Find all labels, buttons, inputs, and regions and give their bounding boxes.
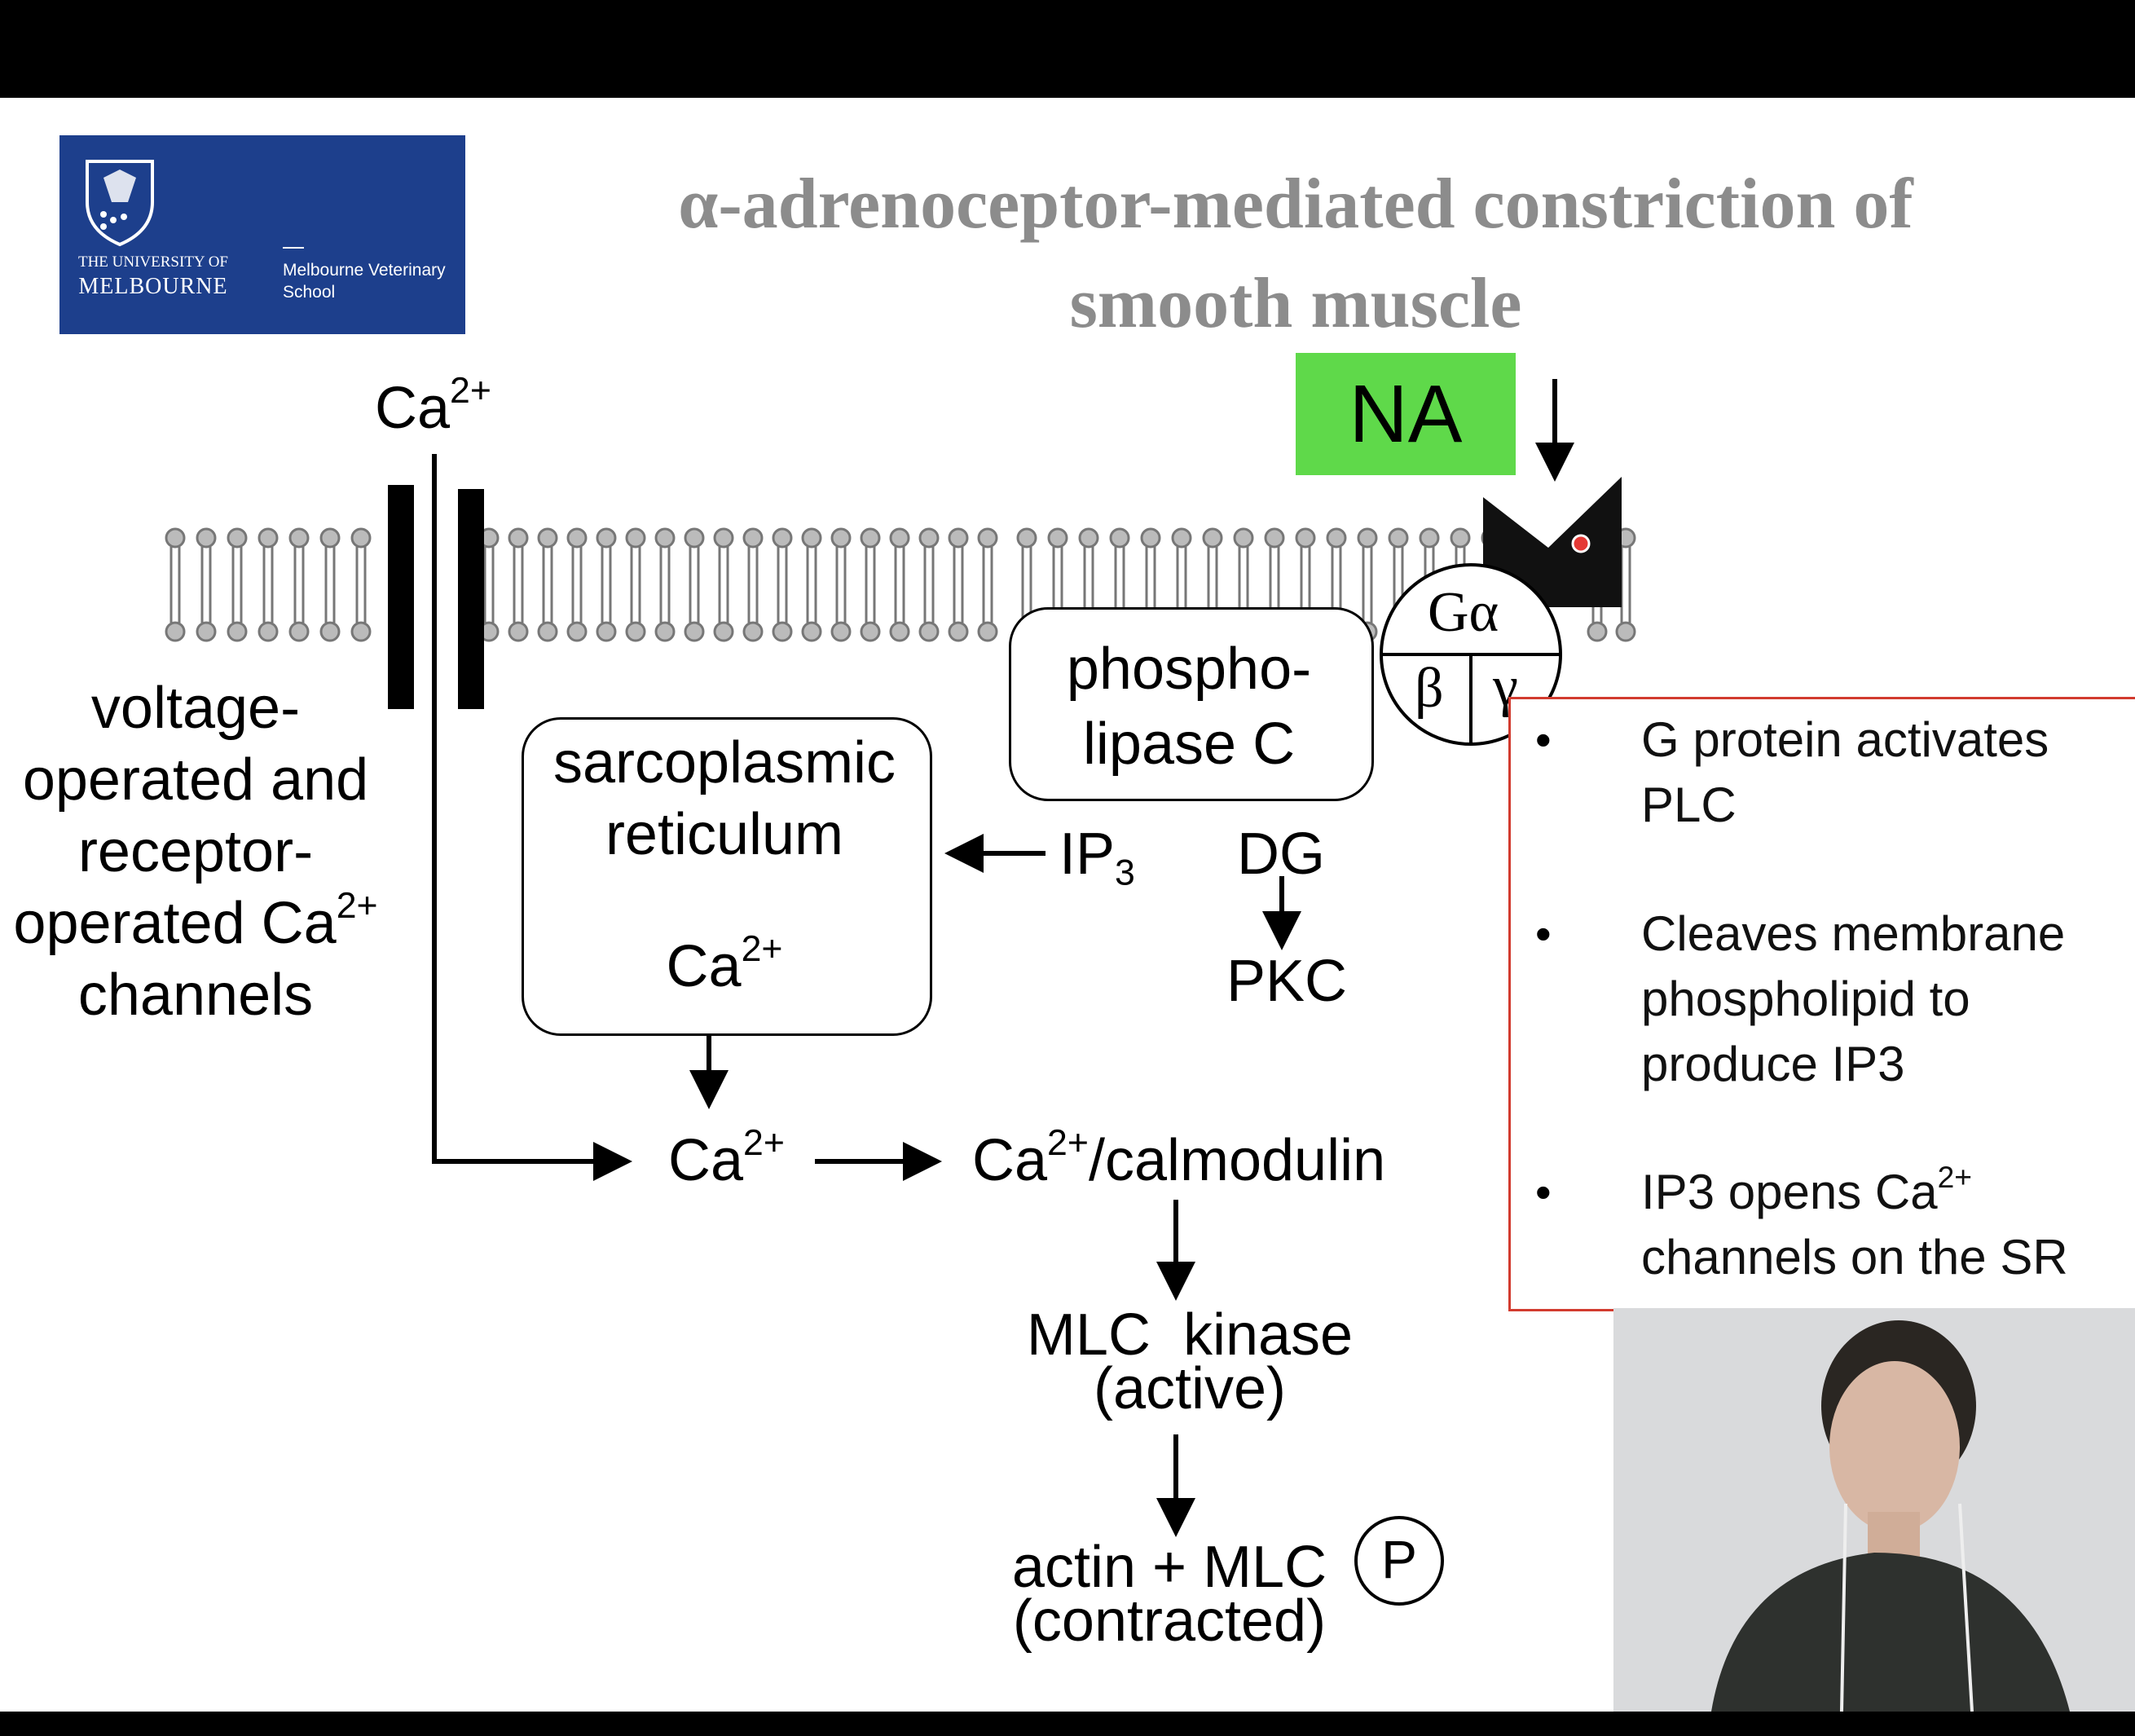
lipid-molecule xyxy=(918,527,940,642)
sr-line2: reticulum xyxy=(605,802,844,867)
lipid-molecule xyxy=(566,527,588,642)
school-name: Melbourne Veterinary School xyxy=(283,259,462,303)
lipid-molecule xyxy=(227,527,248,642)
lipid-molecule xyxy=(654,527,676,642)
slide: THE UNIVERSITY OF MELBOURNE Melbourne Ve… xyxy=(0,98,2135,1712)
pkc-label: PKC xyxy=(1226,949,1348,1014)
lipid-molecule xyxy=(258,527,279,642)
lipid-molecule xyxy=(625,527,646,642)
channel-bar-right xyxy=(458,489,484,709)
ca-cytosol-label: Ca2+ xyxy=(668,1122,785,1193)
presenter-icon xyxy=(1711,1320,2070,1712)
sr-label: sarcoplasmic reticulum xyxy=(522,727,927,870)
plc-line1: phospho- xyxy=(1066,637,1312,702)
lipid-molecule xyxy=(948,527,969,642)
school-name-line2: School xyxy=(283,283,336,302)
notes-panel: • G protein activates PLC • Cleaves memb… xyxy=(1508,697,2135,1311)
phosphate-label: P xyxy=(1381,1529,1418,1589)
crest-icon xyxy=(86,160,154,247)
cursor-dot xyxy=(1571,534,1591,553)
note-2: Cleaves membrane phospholipid to produce… xyxy=(1641,906,2066,1091)
lipid-molecule xyxy=(684,527,705,642)
ca-extracellular-label: Ca2+ xyxy=(375,370,491,441)
university-logo: THE UNIVERSITY OF MELBOURNE Melbourne Ve… xyxy=(59,135,465,334)
lipid-molecule xyxy=(860,527,881,642)
lipid-molecule xyxy=(742,527,764,642)
lipid-molecule xyxy=(537,527,558,642)
school-name-line1: Melbourne Veterinary xyxy=(283,261,446,280)
lipid-molecule xyxy=(713,527,734,642)
channel-label: voltage- operated and receptor- operated… xyxy=(13,676,378,1028)
actin-mlc-label: actin + MLC (contracted) xyxy=(1011,1535,1327,1654)
lipid-molecule xyxy=(319,527,341,642)
dg-label: DG xyxy=(1237,822,1325,887)
bullet-1: • xyxy=(1535,714,1552,765)
lipid-molecule xyxy=(508,527,529,642)
university-name-line1: THE UNIVERSITY OF xyxy=(77,253,228,271)
logo-divider xyxy=(283,247,304,249)
lipid-molecule xyxy=(196,527,217,642)
presenter-video xyxy=(1613,1308,2135,1712)
lipid-molecule xyxy=(165,527,186,642)
bullet-2: • xyxy=(1535,908,1552,959)
note-3: IP3 opens Ca2+ channels on the SR xyxy=(1641,1159,2068,1284)
ip3-label: IP3 xyxy=(1059,822,1135,893)
mlc-kinase-label: MLC kinase (active) xyxy=(1026,1302,1354,1421)
lipid-molecule xyxy=(288,527,310,642)
lipid-molecule xyxy=(772,527,793,642)
lipid-molecule xyxy=(977,527,998,642)
university-name-line2: MELBOURNE xyxy=(78,274,228,299)
plc-label: phospho- lipase C xyxy=(1009,632,1369,782)
sr-line1: sarcoplasmic xyxy=(552,730,896,795)
g-beta-label: β xyxy=(1415,657,1444,720)
calmodulin-label: Ca2+/calmodulin xyxy=(972,1122,1386,1193)
lipid-molecule xyxy=(350,527,372,642)
title-line1: α-adrenoceptor-mediated constriction of xyxy=(678,165,1913,244)
slide-title: α-adrenoceptor-mediated constriction of … xyxy=(538,155,2054,354)
bullet-3: • xyxy=(1535,1166,1552,1218)
note-1: G protein activates PLC xyxy=(1641,712,2049,832)
receptor-icon xyxy=(1483,477,1622,607)
phospholipase-c-box xyxy=(1009,607,1374,801)
na-label: NA xyxy=(1296,353,1516,475)
ca-entry-arrow xyxy=(432,454,632,1181)
lipid-molecule xyxy=(889,527,910,642)
g-alpha-label: Gα xyxy=(1428,581,1499,644)
lipid-molecule xyxy=(801,527,822,642)
sr-ca-label: Ca2+ xyxy=(666,928,783,999)
lipid-molecule xyxy=(596,527,617,642)
channel-bar-left xyxy=(388,485,414,709)
lipid-molecule xyxy=(830,527,852,642)
title-line2: smooth muscle xyxy=(1069,264,1522,343)
plc-line2: lipase C xyxy=(1082,712,1296,777)
phosphate-circle xyxy=(1354,1516,1444,1606)
sarcoplasmic-reticulum-box xyxy=(522,717,932,1036)
